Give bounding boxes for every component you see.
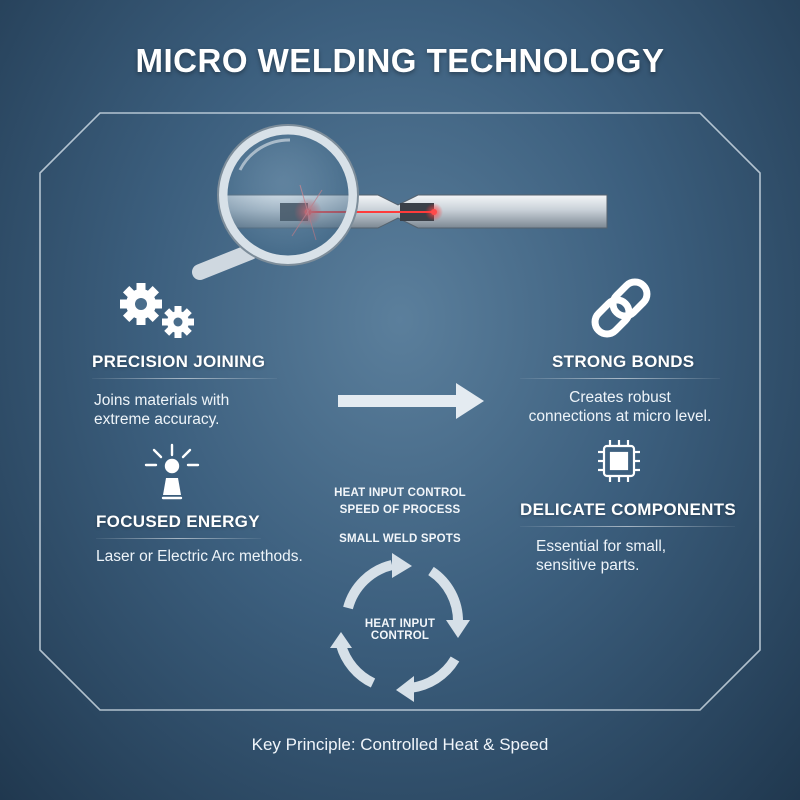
chain-link-icon [591, 278, 651, 338]
delicate-components-heading: DELICATE COMPONENTS [520, 500, 737, 519]
cycle-center-label: HEAT INPUT CONTROL [340, 618, 460, 642]
precision-line-1: Joins materials with [94, 392, 230, 409]
heat-input-control-label: HEAT INPUT CONTROL [334, 487, 466, 499]
key-principle-footer: Key Principle: Controlled Heat & Speed [251, 735, 549, 754]
focused-energy-text: Laser or Electric Arc methods. [96, 548, 303, 565]
delicate-line-2: sensitive parts. [536, 557, 640, 574]
speed-of-process-label: SPEED OF PROCESS [339, 504, 461, 516]
strong-line-2: connections at micro level. [528, 408, 712, 425]
cycle-arrows-icon [330, 553, 470, 702]
delicate-components-text: Essential for small, sensitive parts. [536, 537, 666, 575]
right-arrow [338, 383, 484, 419]
strong-bonds-heading: STRONG BONDS [552, 352, 695, 371]
focused-energy-heading: FOCUSED ENERGY [96, 512, 260, 531]
divider [520, 378, 720, 379]
microchip-icon [598, 440, 640, 482]
page-title: MICRO WELDING TECHNOLOGY [135, 42, 665, 79]
precision-line-2: extreme accuracy. [94, 411, 220, 428]
cycle-line-2: CONTROL [370, 630, 430, 642]
precision-joining-heading: PRECISION JOINING [92, 352, 266, 371]
small-weld-spots-label: SMALL WELD SPOTS [339, 533, 461, 545]
content-frame [39, 112, 761, 711]
divider [520, 526, 735, 527]
strong-line-1: Creates robust [569, 389, 671, 406]
delicate-line-1: Essential for small, [536, 538, 667, 555]
energy-emitter-icon [144, 443, 200, 500]
gears-icon [120, 283, 194, 338]
divider [92, 378, 277, 379]
cycle-line-1: HEAT INPUT [364, 618, 436, 630]
precision-joining-text: Joins materials with extreme accuracy. [94, 391, 229, 429]
strong-bonds-text: Creates robust connections at micro leve… [520, 388, 720, 426]
divider [96, 538, 261, 539]
magnifier-icon [192, 124, 359, 280]
